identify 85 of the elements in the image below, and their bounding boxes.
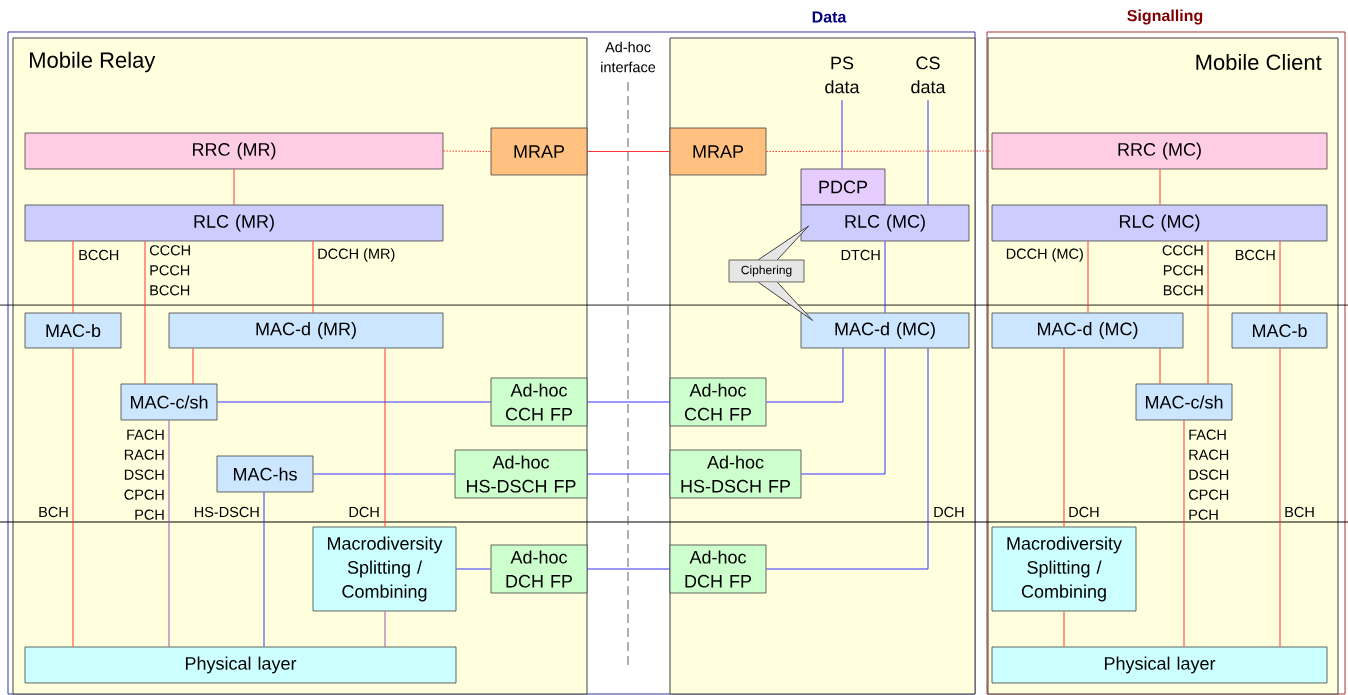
layer-box: MRAP [669,127,767,176]
connector-line [586,568,671,570]
channel-label: FACH RACH DSCH CPCH PCH [1188,429,1229,520]
connector-line [72,240,74,314]
data-label: CS data [911,56,946,94]
data-label: PS data [825,56,860,94]
connector-line [312,473,456,475]
callout-pointer [758,225,810,261]
layer-box: RRC (MR) [24,132,444,170]
connector-line [841,99,843,170]
connector-line [144,240,146,385]
connector-line [1159,347,1161,385]
panel-heading: Mobile Relay [30,51,156,73]
layer-box: PDCP [800,168,886,206]
connector-line [1159,168,1161,206]
layer-box: Ad-hoc CCH FP [490,377,588,427]
layer-box: MAC-c/sh [120,383,218,421]
connector-line [927,99,929,206]
connector-line [1279,347,1281,648]
layer-box: MAC-d (MC) [991,312,1184,349]
channel-label: DCH [934,506,964,518]
connector-line [263,491,265,648]
callout-pointer [758,281,814,321]
layer-box: Macrodiversity Splitting / Combining [312,526,457,612]
layer-box: Ad-hoc HS-DSCH FP [669,449,802,499]
connector-line [884,240,886,314]
connector-line [1183,419,1185,648]
layer-box: Physical layer [24,646,457,684]
connector-line [233,168,235,206]
channel-label: DCH [1069,506,1099,518]
group-heading: Data [812,11,847,23]
channel-label: FACH RACH DSCH CPCH PCH [124,429,164,520]
connector-line [765,347,929,570]
group-heading: Signalling [1127,9,1203,25]
connector-line [384,610,386,648]
layer-box: MAC-b [24,312,122,349]
channel-label: CCCH PCCH BCCH [1162,245,1203,296]
layer-box: RLC (MC) [800,204,970,242]
connector-line [455,568,492,570]
connector-line [442,150,492,152]
layer-box: MRAP [490,127,588,176]
channel-label: BCCH [79,249,119,261]
channel-label: CCCH PCCH BCCH [149,245,190,296]
connector-line [312,240,314,314]
layer-box: MAC-hs [216,455,314,493]
channel-label: DCCH (MC) [1006,248,1083,262]
channel-label: BCH [39,506,68,518]
connector-line [586,151,671,152]
layer-box: Ad-hoc CCH FP [669,377,767,427]
layer-box: RLC (MR) [24,204,444,242]
callout-box: Ciphering [728,259,805,283]
connector-line [586,473,671,475]
connector-line [192,347,194,385]
channel-label: DCCH (MR) [318,248,395,262]
channel-label: DCH [349,506,379,518]
channel-label: BCCH [1235,249,1275,261]
interface-label: Ad-hoc interface [601,41,656,73]
layer-box: Ad-hoc DCH FP [490,544,588,594]
layer-box: RRC (MC) [991,132,1328,170]
channel-label: HS-DSCH [194,506,259,518]
connector-line [586,401,671,403]
layer-box: Macrodiversity Splitting / Combining [991,526,1137,612]
layer-box: MAC-b [1231,312,1328,349]
panel-heading: Mobile Client [1196,53,1322,71]
layer-box: RLC (MC) [991,204,1328,242]
channel-label: BCH [1285,506,1314,518]
layer-box: Physical layer [991,646,1328,684]
layer-box: MAC-d (MR) [168,312,444,349]
connector-line [765,150,993,152]
connector-line [765,347,844,403]
channel-label: DTCH [841,249,880,261]
connector-line [1063,347,1065,528]
connector-line [1063,610,1065,648]
connector-line [168,419,170,648]
connector-line [1087,240,1089,314]
layer-box: Ad-hoc DCH FP [669,544,767,594]
layer-box: MAC-c/sh [1135,383,1233,421]
connector-line [800,347,886,475]
layer-box: MAC-d (MC) [800,312,970,349]
connector-line [1207,240,1209,385]
connector-line [216,401,492,403]
connector-line [1279,240,1281,314]
connector-line [384,347,386,528]
layer-box: Ad-hoc HS-DSCH FP [454,449,588,499]
connector-line [72,347,74,648]
